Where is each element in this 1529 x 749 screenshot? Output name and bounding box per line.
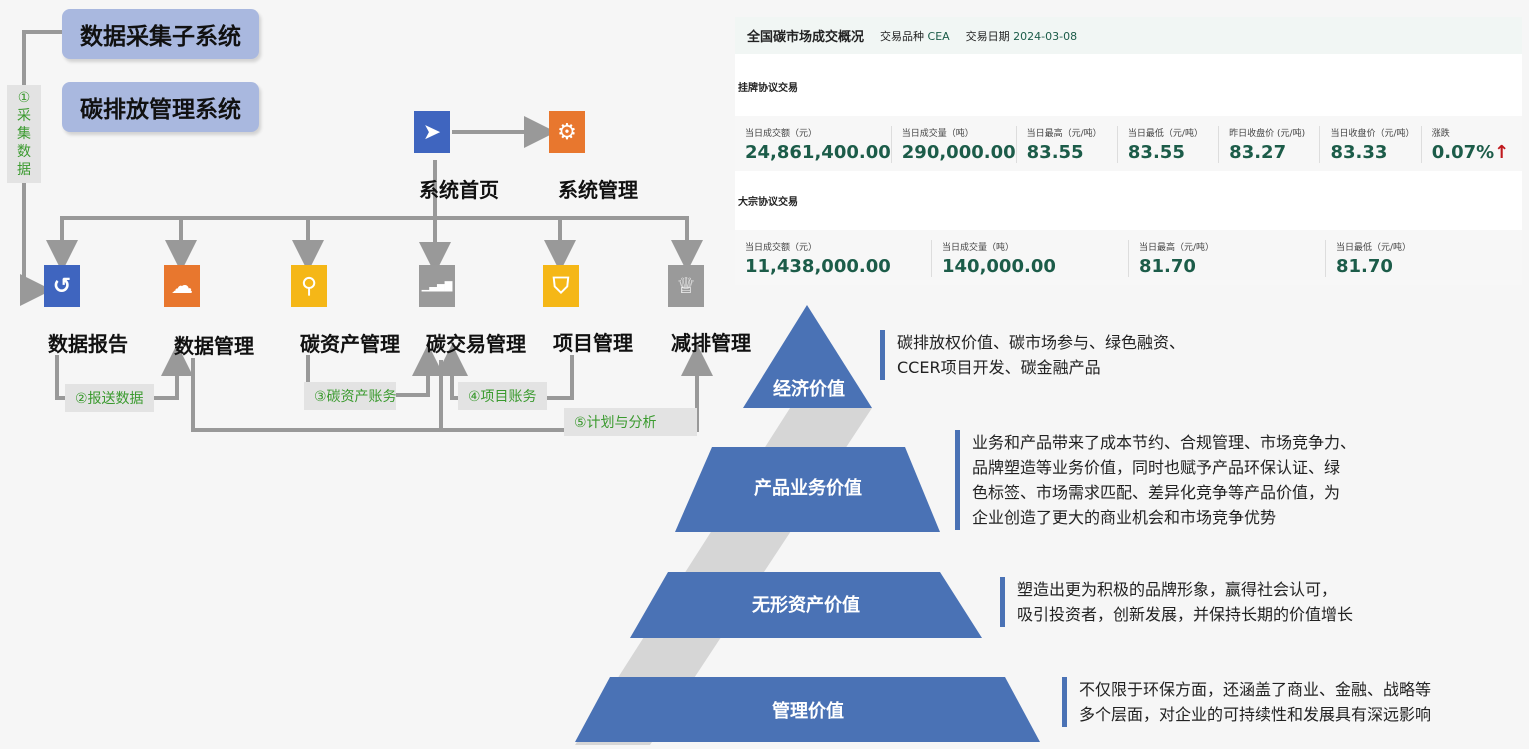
cloud-download-icon[interactable]: ☁ (164, 265, 200, 307)
module-emission-reduction[interactable]: 减排管理 (671, 331, 751, 355)
system-management[interactable]: 系统管理 (558, 178, 638, 202)
system-home[interactable]: 系统首页 (419, 178, 499, 202)
flow-report-data: ②报送数据 (65, 384, 154, 412)
change-value: 0.07% (1431, 142, 1495, 163)
module-carbon-trading[interactable]: 碳交易管理 (426, 332, 526, 356)
intangible-value-desc: 塑造出更为积极的品牌形象，赢得社会认可，吸引投资者，创新发展，并保持长期的价值增… (1000, 577, 1353, 627)
tier-label: 产品业务价值 (754, 477, 862, 499)
module-data-report[interactable]: 数据报告 (48, 332, 128, 356)
refresh-icon[interactable]: ↺ (44, 265, 80, 307)
flow-project-accounts: ④项目账务 (458, 382, 547, 410)
stat-label: 昨日收盘价 (元/吨) (1229, 129, 1306, 139)
stat-value: 83.55 (1127, 142, 1185, 163)
stat-label: 当日最低（元/吨） (1336, 243, 1412, 253)
stat-value: 83.33 (1330, 142, 1388, 163)
product-value-desc: 业务和产品带来了成本节约、合规管理、市场竞争力、品牌塑造等业务价值，同时也赋予产… (955, 430, 1356, 530)
stat-value: 24,861,400.00 (745, 142, 891, 163)
tier-management (575, 677, 1040, 742)
tier-label: 管理价值 (772, 700, 844, 722)
stat-label: 当日最高（元/吨） (1139, 243, 1215, 253)
date-value: 2024-03-08 (1013, 29, 1078, 43)
stat-label: 当日成交量（吨） (942, 243, 1015, 253)
listed-stats-row: 当日成交额（元） 24,861,400.00 当日成交量（吨） 290,000.00… (735, 116, 1522, 171)
block-section-title: 大宗协议交易 (738, 197, 798, 208)
trophy-icon[interactable]: ♕ (668, 265, 704, 307)
paper-plane-icon[interactable]: ➤ (414, 111, 450, 153)
stat-label: 涨跌 (1431, 129, 1450, 139)
variety-label: 交易品种 (880, 29, 925, 43)
carbon-emission-management-system[interactable]: 碳排放管理系统 (62, 82, 259, 132)
tag-icon[interactable]: ⛉ (543, 265, 579, 307)
data-collection-subsystem[interactable]: 数据采集子系统 (62, 9, 259, 59)
panel-header: 全国碳市场成交概况 交易品种 CEA 交易日期 2024-03-08 (735, 17, 1522, 54)
stat-value: 83.55 (1026, 142, 1084, 163)
economic-value-desc: 碳排放权价值、碳市场参与、绿色融资、CCER项目开发、碳金融产品 (880, 330, 1185, 380)
carbon-market-overview-panel: 全国碳市场成交概况 交易品种 CEA 交易日期 2024-03-08 挂牌协议交… (735, 17, 1522, 285)
block-stats-row: 当日成交额（元） 11,438,000.00 当日成交量（吨） 140,000.00… (735, 230, 1522, 285)
tier-label: 无形资产价值 (752, 594, 860, 616)
stat-label: 当日最高（元/吨） (1026, 129, 1102, 139)
stat-value: 81.70 (1139, 256, 1196, 277)
stat-value: 81.70 (1336, 256, 1393, 277)
stat-value: 83.27 (1229, 142, 1287, 163)
module-data-management[interactable]: 数据管理 (174, 334, 254, 358)
listed-section-title: 挂牌协议交易 (738, 83, 798, 94)
module-carbon-asset[interactable]: 碳资产管理 (300, 332, 400, 356)
stat-label: 当日最低（元/吨） (1127, 129, 1203, 139)
stat-value: 11,438,000.00 (745, 256, 891, 277)
stat-label: 当日成交额（元） (745, 243, 818, 253)
flow-carbon-asset-accounts: ③碳资产账务 (304, 382, 397, 410)
gear-icon[interactable]: ⚙ (549, 111, 585, 153)
up-arrow-icon: ↑ (1494, 142, 1510, 163)
stat-label: 当日成交额（元） (745, 129, 818, 139)
flow-plan-analysis: ⑤计划与分析 (564, 408, 697, 436)
tier-product (675, 447, 940, 532)
stat-label: 当日成交量（吨） (901, 129, 974, 139)
stat-value: 290,000.00 (901, 142, 1016, 163)
tier-intangible (630, 572, 982, 638)
tier-label: 经济价值 (773, 378, 845, 400)
date-label: 交易日期 (965, 29, 1010, 43)
search-icon[interactable]: ⚲ (291, 265, 327, 307)
module-project[interactable]: 项目管理 (553, 331, 633, 355)
stat-label: 当日收盘价（元/吨） (1330, 129, 1415, 139)
stat-value: 140,000.00 (942, 256, 1056, 277)
panel-title: 全国碳市场成交概况 (747, 30, 865, 45)
flow-connectors (20, 30, 713, 432)
tier-economic (743, 305, 872, 408)
bar-signal-icon[interactable]: ▁▃▅▇ (419, 265, 455, 307)
variety-value: CEA (927, 29, 950, 43)
management-value-desc: 不仅限于环保方面，还涵盖了商业、金融、战略等多个层面，对企业的可持续性和发展具有… (1062, 677, 1431, 727)
